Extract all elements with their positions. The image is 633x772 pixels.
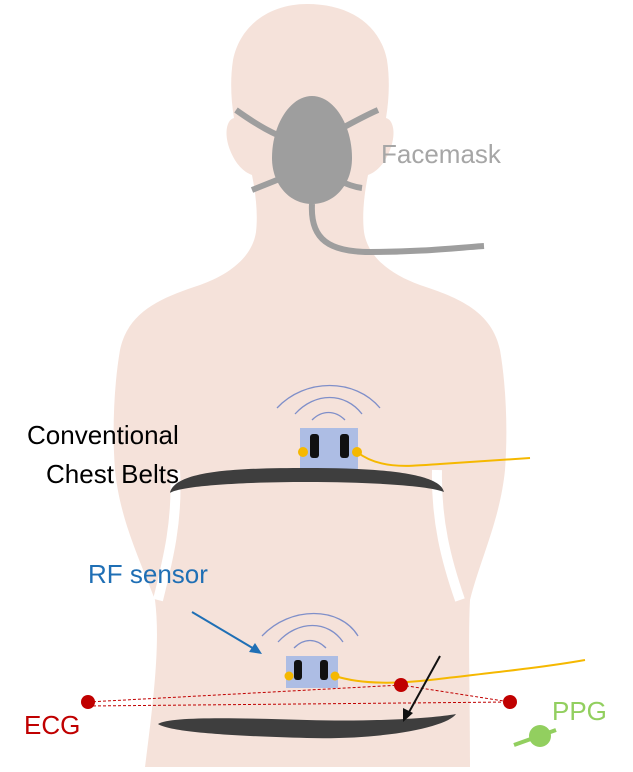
sensor-wire-upper	[356, 451, 531, 467]
rf-sensor-lower	[261, 612, 586, 688]
rf-sensor-upper	[276, 384, 531, 470]
belt-arrow	[403, 655, 441, 722]
ecg-electrode-icon	[81, 695, 95, 709]
sensor-pad-left	[294, 660, 302, 680]
sensor-pad-right	[340, 434, 349, 458]
rf-sensor-label: RF sensor	[88, 559, 208, 589]
sensor-box	[286, 656, 338, 688]
facemask-icon	[234, 96, 485, 256]
sensor-pad-left	[310, 434, 319, 458]
body-shape	[113, 4, 507, 767]
mask-body	[272, 96, 352, 204]
ecg-leads	[81, 678, 517, 709]
ecg-electrode-icon	[394, 678, 408, 692]
facemask-label: Facemask	[381, 139, 501, 169]
sensor-box	[300, 428, 358, 470]
sensor-wire-lower	[334, 659, 586, 684]
chest-belts-label-line2: Chest Belts	[46, 459, 179, 489]
rf-sensor-arrow	[191, 611, 262, 654]
chest-belt-upper	[170, 468, 444, 493]
mask-tube	[308, 203, 485, 256]
ppg-sensor-icon	[513, 725, 557, 747]
sensor-pad-right	[320, 660, 328, 680]
ecg-electrode-icon	[503, 695, 517, 709]
wireless-wave-icon	[261, 612, 359, 649]
wireless-wave-icon	[276, 384, 381, 421]
sensor-port-left	[298, 447, 308, 457]
chest-belt-lower	[158, 714, 456, 739]
ecg-label: ECG	[24, 710, 81, 740]
sensor-port-left	[284, 671, 294, 681]
chest-belts-label-line1: Conventional	[27, 420, 179, 450]
ppg-label: PPG	[552, 696, 607, 726]
